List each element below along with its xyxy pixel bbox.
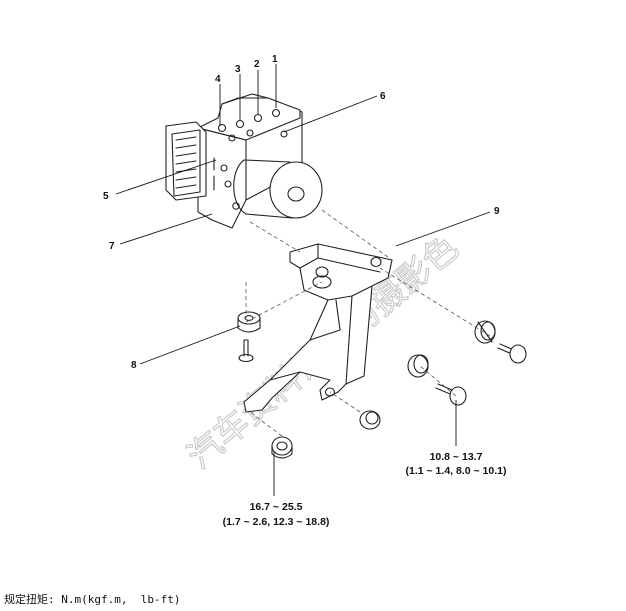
callout-8: 8	[131, 360, 137, 371]
callout-3: 3	[235, 64, 241, 75]
alignment-lines	[245, 209, 491, 437]
bushing-upper-left	[237, 311, 261, 333]
abs-hydraulic-unit	[165, 93, 323, 229]
callout-5: 5	[103, 191, 109, 202]
bolt-left	[238, 339, 254, 363]
callout-1: 1	[272, 54, 278, 65]
bushing-lower-middle	[359, 410, 381, 430]
torque-lower-detail: (1.7 ~ 2.6, 12.3 ~ 18.8)	[223, 516, 330, 528]
torque-lower-value: 16.7 ~ 25.5	[250, 501, 303, 513]
bushing-right-upper	[474, 320, 496, 344]
bolt-right-lower	[435, 383, 467, 406]
abs-assembly-diagram: 汽车资料论坛的摄影色	[103, 54, 527, 528]
callout-6: 6	[380, 91, 386, 102]
bushing-right-lower	[407, 354, 429, 378]
bushing-lower-left	[271, 436, 293, 459]
leader-lines	[115, 64, 491, 496]
abs-bracket	[243, 243, 393, 413]
callout-9: 9	[494, 206, 500, 217]
callout-2: 2	[254, 59, 260, 70]
callout-4: 4	[215, 74, 221, 85]
callout-7: 7	[109, 241, 115, 252]
torque-unit-note: 规定扭矩: N.m(kgf.m, lb-ft)	[4, 593, 181, 606]
bolt-right-upper	[497, 343, 527, 364]
torque-upper-detail: (1.1 ~ 1.4, 8.0 ~ 10.1)	[406, 465, 507, 477]
torque-upper-value: 10.8 ~ 13.7	[430, 451, 483, 463]
